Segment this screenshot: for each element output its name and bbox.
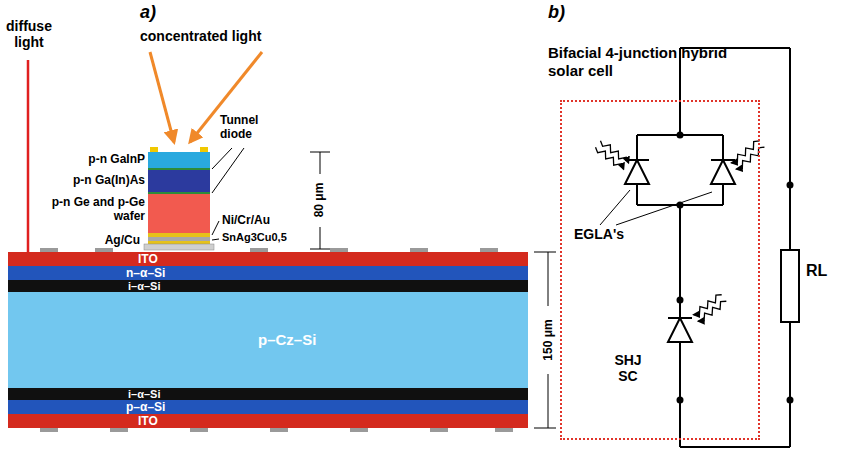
diode-bar	[711, 159, 735, 161]
gainas-layer	[148, 170, 210, 192]
grid-contact	[190, 428, 208, 432]
tunnel-diode-layer	[148, 168, 210, 170]
layer-label: Ag/Cu	[40, 234, 140, 248]
grid-contact	[270, 428, 288, 432]
leader-line	[600, 190, 630, 225]
wire	[679, 48, 681, 135]
component-label: RL	[806, 262, 827, 280]
dimension-label: 150 μm	[542, 317, 556, 362]
leader-line	[212, 148, 232, 169]
wire	[789, 48, 791, 447]
layer-label: p–α–Si	[126, 400, 165, 414]
layer-label: ITO	[138, 252, 158, 266]
grid-contact	[110, 428, 128, 432]
dimension-tick	[534, 252, 556, 253]
light-symbol	[596, 147, 624, 169]
layer-band: p–Cz–Si	[8, 292, 528, 388]
junction-dot	[677, 132, 684, 139]
light-symbol	[736, 147, 764, 169]
solder-layer	[148, 237, 210, 241]
heading-text: Bifacial 4-junction hybrid solar cell	[548, 44, 753, 80]
grid-contact	[40, 428, 58, 432]
grid-contact	[495, 428, 513, 432]
layer-label: Ni/Cr/Au	[222, 214, 270, 228]
concentrated-light-arrow	[150, 52, 174, 142]
layer-label: p–Cz–Si	[258, 292, 316, 388]
dimension-line	[320, 152, 321, 174]
nicrau-layer	[148, 233, 210, 237]
agcu-layer	[144, 244, 214, 250]
panel-letter: a)	[140, 2, 156, 23]
nicrau-layer	[148, 241, 210, 244]
diode-symbol	[668, 318, 692, 342]
junction-dot	[677, 397, 684, 404]
component-label: SHJ SC	[606, 352, 650, 384]
panel-letter: b)	[548, 2, 565, 23]
top-contact	[200, 147, 208, 152]
junction-dot	[787, 182, 794, 189]
layer-band: ITO	[8, 414, 528, 428]
resistor-symbol	[781, 250, 799, 322]
layer-band: ITO	[8, 252, 528, 266]
component-label: EGLA's	[574, 226, 624, 242]
dimension-line	[548, 374, 549, 428]
light-symbol	[698, 301, 726, 321]
ge-layer	[148, 194, 210, 233]
layer-label: p-n GaInP	[40, 153, 145, 167]
grid-contact	[430, 428, 448, 432]
layer-label: p-n Ga(In)As	[40, 174, 145, 188]
diode-bar	[668, 317, 692, 319]
layer-band: p–α–Si	[8, 400, 528, 414]
leader-line	[212, 221, 219, 235]
diode-symbol	[625, 160, 649, 184]
dimension-label: 80 μm	[313, 181, 327, 220]
dimension-tick	[534, 428, 556, 429]
junction-dot	[677, 297, 684, 304]
layer-label: i–α–Si	[128, 280, 160, 292]
tunnel-diode-layer	[148, 192, 210, 194]
grid-contact	[350, 428, 368, 432]
diode-bar	[625, 159, 649, 161]
layer-label: SnAg3Cu0,5	[222, 231, 287, 244]
layer-label: i–α–Si	[128, 388, 160, 400]
gainp-layer	[148, 152, 210, 168]
layer-band: n–α–Si	[8, 266, 528, 280]
layer-label: Tunnel diode	[220, 114, 272, 142]
device-outline: Bifacial 4-junction hybrid solar cell	[560, 100, 760, 440]
leader-line	[616, 192, 712, 225]
top-contact	[150, 147, 158, 152]
light-symbol	[732, 141, 760, 163]
light-symbol	[694, 295, 722, 315]
dimension-line	[548, 252, 549, 306]
junction-dot	[787, 397, 794, 404]
dimension-line	[320, 227, 321, 249]
diode-symbol	[711, 160, 735, 184]
layer-band: i–α–Si	[8, 280, 528, 292]
leader-line	[212, 239, 219, 240]
light-label: diffuse light	[0, 18, 58, 50]
layer-label: p-n Ge and p-Ge wafer	[40, 196, 145, 224]
layer-label: n–α–Si	[126, 266, 165, 280]
layer-label: ITO	[138, 414, 158, 428]
leader-line	[212, 148, 244, 193]
light-label: concentrated light	[140, 28, 261, 44]
wire	[680, 446, 790, 448]
layer-band: i–α–Si	[8, 388, 528, 400]
